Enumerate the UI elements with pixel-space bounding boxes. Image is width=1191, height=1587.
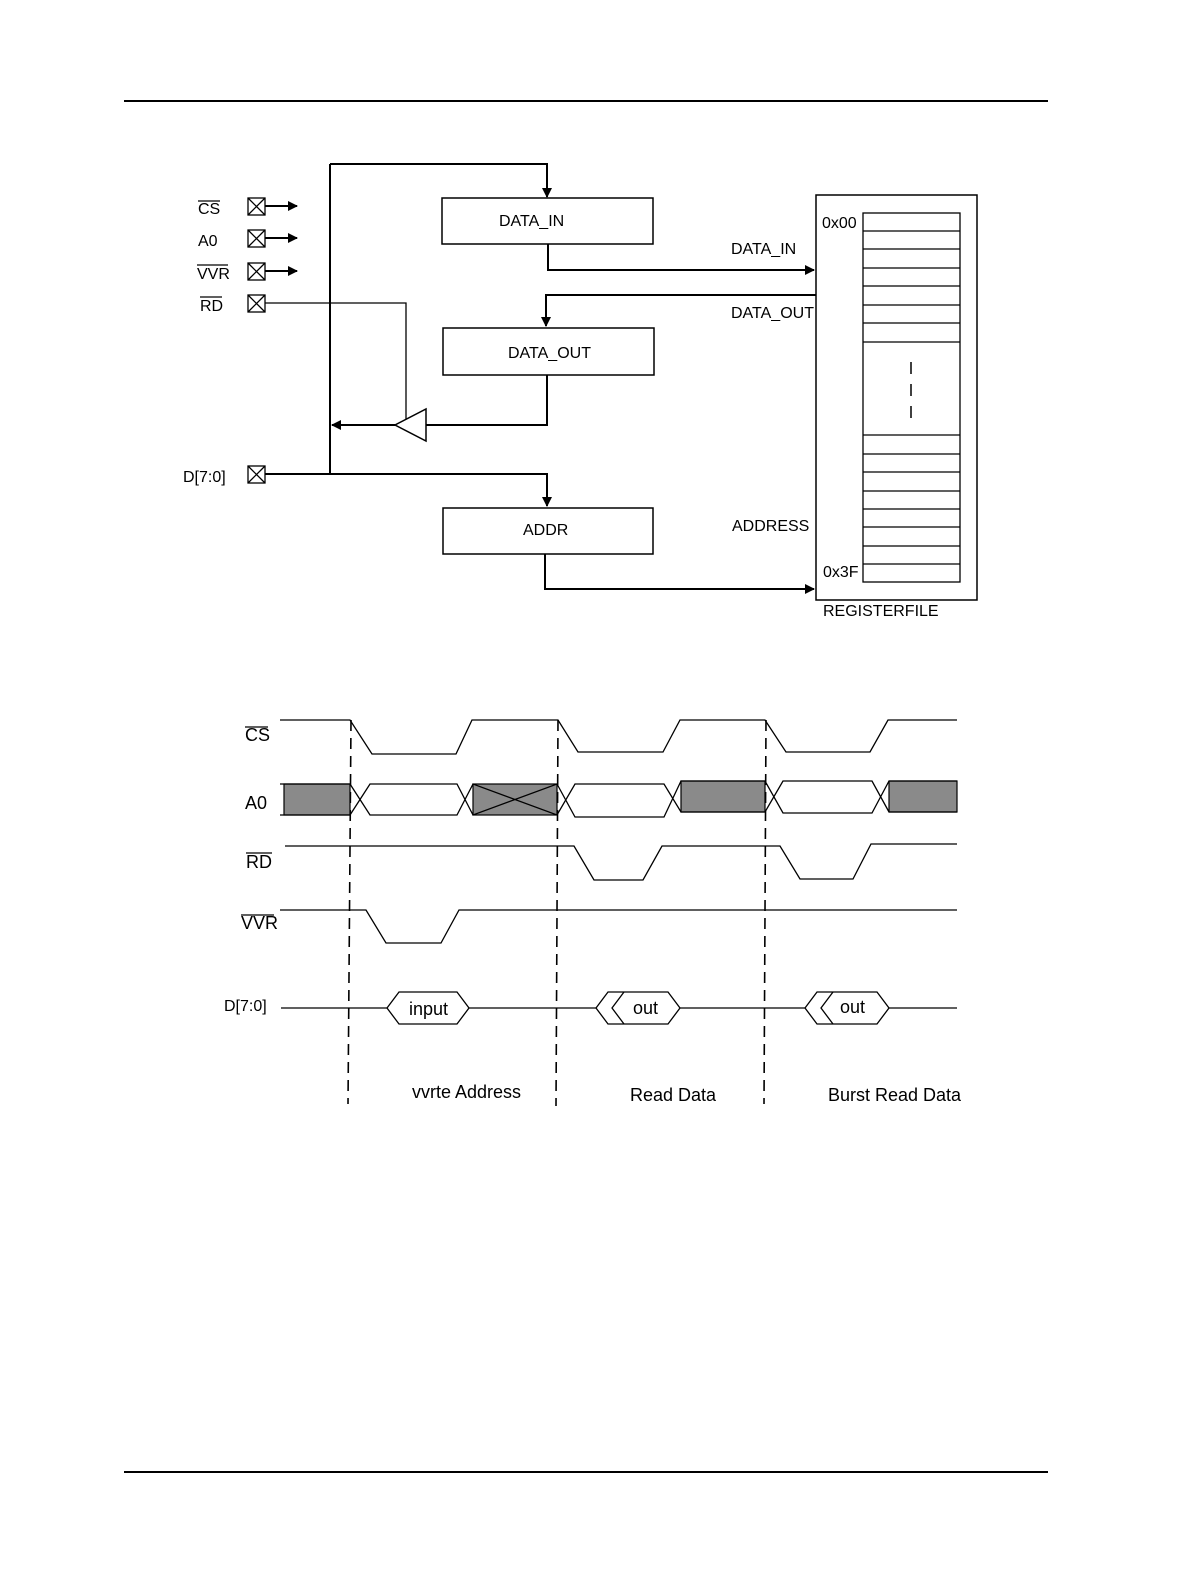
a0-invalid-region [284, 784, 350, 815]
d-out-label-2: out [840, 997, 865, 1017]
rd-waveform [285, 844, 957, 880]
wr-waveform [280, 910, 957, 943]
phase-label-write-address: vvrte Address [412, 1082, 521, 1102]
registerfile-outline [816, 195, 977, 600]
registerfile-first-address: 0x00 [822, 215, 857, 232]
phase-separator [764, 720, 766, 1104]
timing-label-cs: CS [245, 725, 270, 745]
pin-label-d: D[7:0] [183, 469, 226, 486]
timing-diagram: CS A0 RD VVR D[7:0] input [224, 720, 962, 1106]
d-out-label-1: out [633, 998, 658, 1018]
data-in-signal-label: DATA_IN [731, 241, 796, 258]
d-input-label: input [409, 999, 448, 1019]
timing-label-a0: A0 [245, 793, 267, 813]
a0-invalid-region [681, 781, 765, 812]
registerfile-last-address: 0x3F [823, 564, 859, 581]
data-bus-to-addr [330, 474, 547, 506]
a0-waveform-lower [350, 781, 889, 815]
address-signal-wire [545, 554, 814, 589]
tristate-buffer [395, 409, 426, 441]
pin-label-cs: CS [198, 201, 220, 218]
timing-label-rd: RD [246, 852, 272, 872]
a0-waveform-upper [350, 781, 889, 817]
timing-label-wr: VVR [241, 913, 278, 933]
pin-box-d [248, 466, 265, 483]
data-in-block-label: DATA_IN [499, 213, 564, 230]
pin-label-rd: RD [200, 298, 223, 315]
phase-label-read-data: Read Data [630, 1085, 717, 1105]
addr-block-label: ADDR [523, 522, 568, 539]
block-diagram: CS A0 VVR RD D[7:0] [183, 164, 977, 620]
pin-box-cs [248, 198, 265, 215]
data-out-to-buffer-wire [426, 375, 547, 425]
pin-box-rd [248, 295, 265, 312]
data-out-block-label: DATA_OUT [508, 345, 591, 362]
timing-label-d: D[7:0] [224, 998, 267, 1015]
pin-label-wr: VVR [197, 266, 230, 283]
pin-box-a0 [248, 230, 265, 247]
data-out-signal-label: DATA_OUT [731, 305, 814, 322]
a0-invalid-region [889, 781, 957, 812]
rd-enable-wire [265, 303, 406, 419]
pin-box-wr [248, 263, 265, 280]
data-bus-to-data-in [330, 164, 547, 197]
phase-separator [348, 720, 351, 1104]
registerfile-label: REGISTERFILE [823, 603, 939, 620]
pin-label-a0: A0 [198, 233, 218, 250]
address-signal-label: ADDRESS [732, 518, 809, 535]
phase-label-burst-read-data: Burst Read Data [828, 1085, 962, 1105]
phase-separator [556, 720, 558, 1106]
cs-waveform [280, 720, 957, 754]
